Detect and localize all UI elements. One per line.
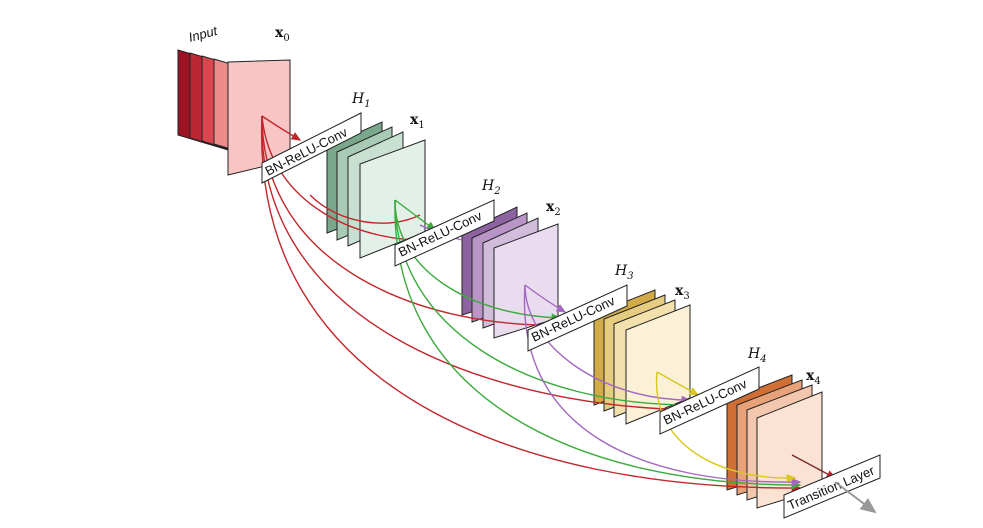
block-h2-box [394, 199, 495, 267]
x3-label: x3 [675, 283, 690, 302]
arrow-x1-to-h2 [394, 199, 437, 231]
h1-label: H1 [351, 91, 371, 110]
arrow-x4-to-transition [791, 454, 837, 479]
x1-label: x1 [410, 112, 425, 131]
x4-label: x4 [806, 368, 821, 387]
arrow-x2-to-h3 [524, 284, 567, 313]
feature-map-x1 [326, 121, 426, 259]
arrow-x0-to-h4 [261, 115, 692, 414]
arrow-x1-to-transition [394, 199, 802, 490]
arrow-x3-to-transition [655, 371, 797, 483]
arrow-x3-to-h4 [656, 371, 700, 396]
block-h4-box [659, 366, 760, 435]
h3-label: H3 [614, 263, 634, 282]
arrow-x1-to-h3 [394, 199, 562, 322]
block-h3-box [527, 284, 628, 352]
feature-map-x2 [461, 206, 559, 339]
h4-label: H4 [747, 346, 767, 365]
transition-layer-box [783, 454, 881, 519]
arrow-x0-to-transition [261, 115, 802, 493]
arrow-x0-to-h1 [261, 115, 302, 141]
arrow-x2-to-h4 [524, 284, 692, 405]
arrow-x1-red-to-h2 [309, 194, 421, 224]
transition-output-arrow [834, 481, 877, 514]
h2-label: H2 [481, 178, 501, 197]
input-label: Input [187, 23, 220, 45]
block-h1-box [261, 112, 362, 184]
feature-map-x3 [593, 289, 691, 425]
labels: Input x0 H1 x1 H2 x2 H3 x3 H4 x4 [187, 23, 821, 387]
x0-label: x0 [275, 25, 290, 44]
feature-map-x0 [177, 49, 291, 176]
x2-label: x2 [546, 199, 561, 218]
feature-map-x4 [726, 374, 823, 509]
